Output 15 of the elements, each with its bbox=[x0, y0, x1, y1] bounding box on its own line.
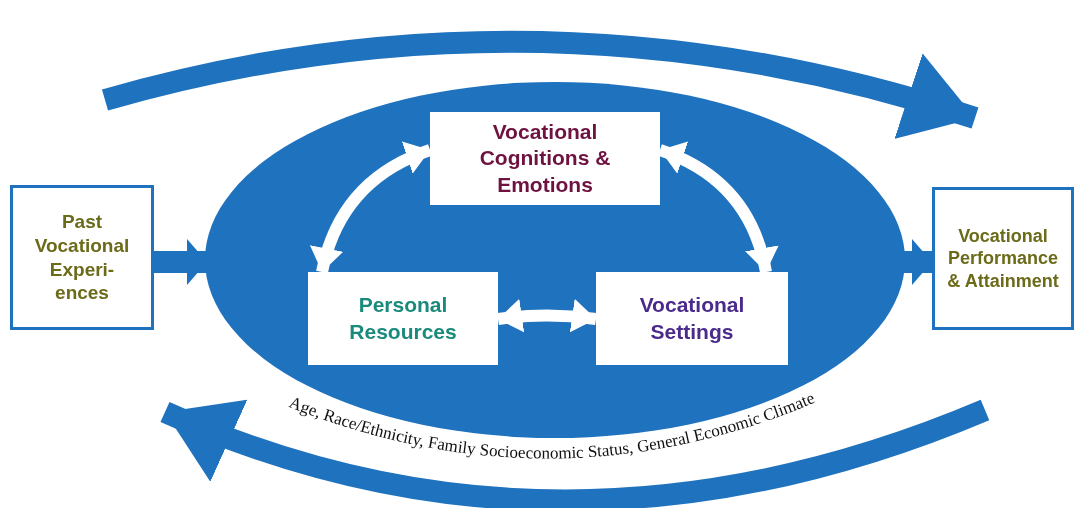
node-label: Personal Resources bbox=[348, 292, 458, 345]
arrow bbox=[154, 239, 207, 285]
text-box bbox=[596, 272, 788, 365]
node-label: Vocational Settings bbox=[638, 292, 746, 345]
node-label: Vocational Cognitions & Emotions bbox=[478, 119, 612, 198]
arrow bbox=[497, 299, 597, 333]
node-label: Past Vocational Experi- ences bbox=[33, 210, 131, 305]
node-label: Vocational Performance & Attainment bbox=[946, 224, 1060, 293]
text-box bbox=[308, 272, 498, 365]
arrow bbox=[310, 142, 433, 274]
text-box bbox=[430, 112, 660, 205]
text-box bbox=[932, 187, 1074, 330]
arrow bbox=[657, 142, 778, 274]
text-box bbox=[10, 185, 154, 330]
arrow bbox=[901, 239, 932, 285]
